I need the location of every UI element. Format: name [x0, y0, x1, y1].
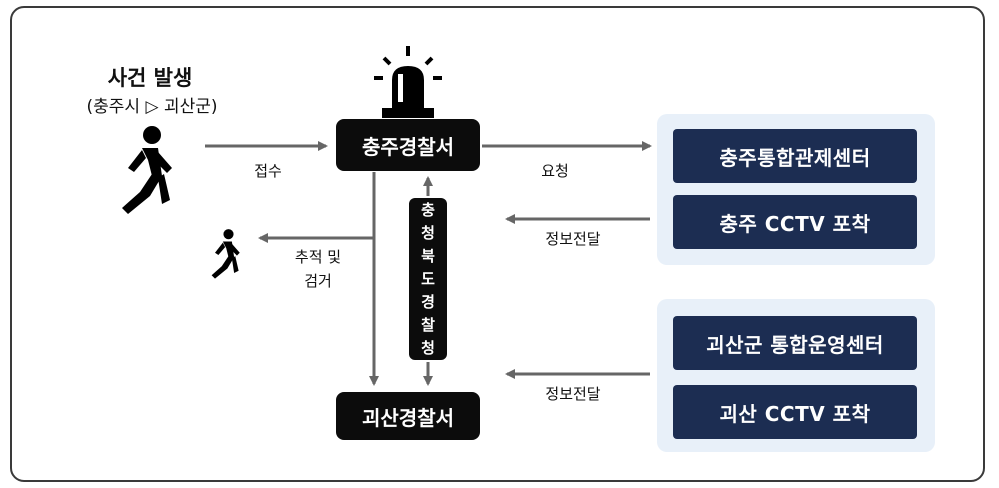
provincial-police-char: 경: [421, 292, 435, 311]
label-info-2: 정보전달: [545, 385, 601, 403]
label-pursuit-1: 추적 및: [294, 248, 342, 266]
chungju-police-box: 충주경찰서: [336, 119, 480, 171]
label-info-1: 정보전달: [545, 230, 601, 248]
goesan-police-box: 괴산경찰서: [336, 392, 480, 440]
label-request: 요청: [541, 162, 569, 180]
small-running-person-icon: [211, 229, 240, 279]
goesan-center-box: 괴산군 통합운영센터: [673, 316, 917, 370]
provincial-police-char: 청: [421, 223, 435, 242]
label-report: 접수: [254, 162, 282, 180]
label-pursuit-2: 검거: [304, 272, 332, 290]
incident-title: 사건 발생: [107, 66, 193, 90]
provincial-police-char: 도: [421, 269, 435, 288]
incident-subtitle: (충주시 ▷ 괴산군): [86, 97, 218, 117]
diagram-frame: [10, 6, 985, 482]
chungju-center-box: 충주통합관제센터: [673, 129, 917, 183]
provincial-police-char: 청: [421, 338, 435, 357]
siren-light-icon: [374, 46, 442, 118]
provincial-police-char: 북: [421, 246, 435, 265]
goesan-cctv-box: 괴산 CCTV 포착: [673, 385, 917, 439]
chungju-cctv-box: 충주 CCTV 포착: [673, 195, 917, 249]
running-person-icon: [122, 126, 172, 214]
provincial-police-char: 찰: [421, 315, 435, 334]
provincial-police-char: 충: [421, 200, 435, 219]
